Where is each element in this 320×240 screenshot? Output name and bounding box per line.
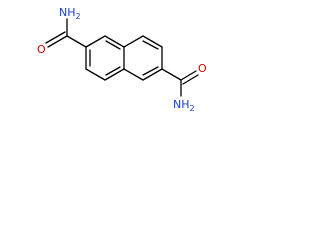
bond-c6-carbonyl-right <box>161 68 182 81</box>
bond-c8a-c1-inner <box>105 40 121 50</box>
bond-carbonyl-o-right-double <box>182 74 199 85</box>
atom-label-n-right: NH2 <box>173 98 195 113</box>
atom-label-n-left: NH2 <box>59 6 81 21</box>
naphthalene-dicarboxamide-structure: NH2 O NH2 O <box>37 6 207 113</box>
bond-carbonyl-o-left <box>47 35 68 48</box>
bond-c3-carbonyl-left <box>66 35 87 48</box>
bond-c8a-c1 <box>104 35 125 48</box>
bond-c5-c4a <box>123 68 144 81</box>
atom-label-o-left: O <box>37 43 46 56</box>
molecule-canvas: NH2 O NH2 O <box>0 0 224 135</box>
bond-c6-c5-inner <box>142 66 159 76</box>
atom-label-o-right: O <box>198 62 207 75</box>
bond-c4-c4a-inner <box>105 66 121 76</box>
bond-c8a-c8 <box>123 35 144 48</box>
bond-c4-c4a <box>104 68 125 81</box>
bond-c3-c4 <box>85 68 106 81</box>
bond-carbonyl-o-left-double <box>45 31 66 44</box>
bond-c8-c7 <box>142 35 163 48</box>
bond-c6-c5 <box>142 68 163 81</box>
bond-c8-c7-inner <box>142 40 159 50</box>
bond-c1-c2 <box>85 35 106 48</box>
bond-carbonyl-o-right <box>180 70 197 81</box>
